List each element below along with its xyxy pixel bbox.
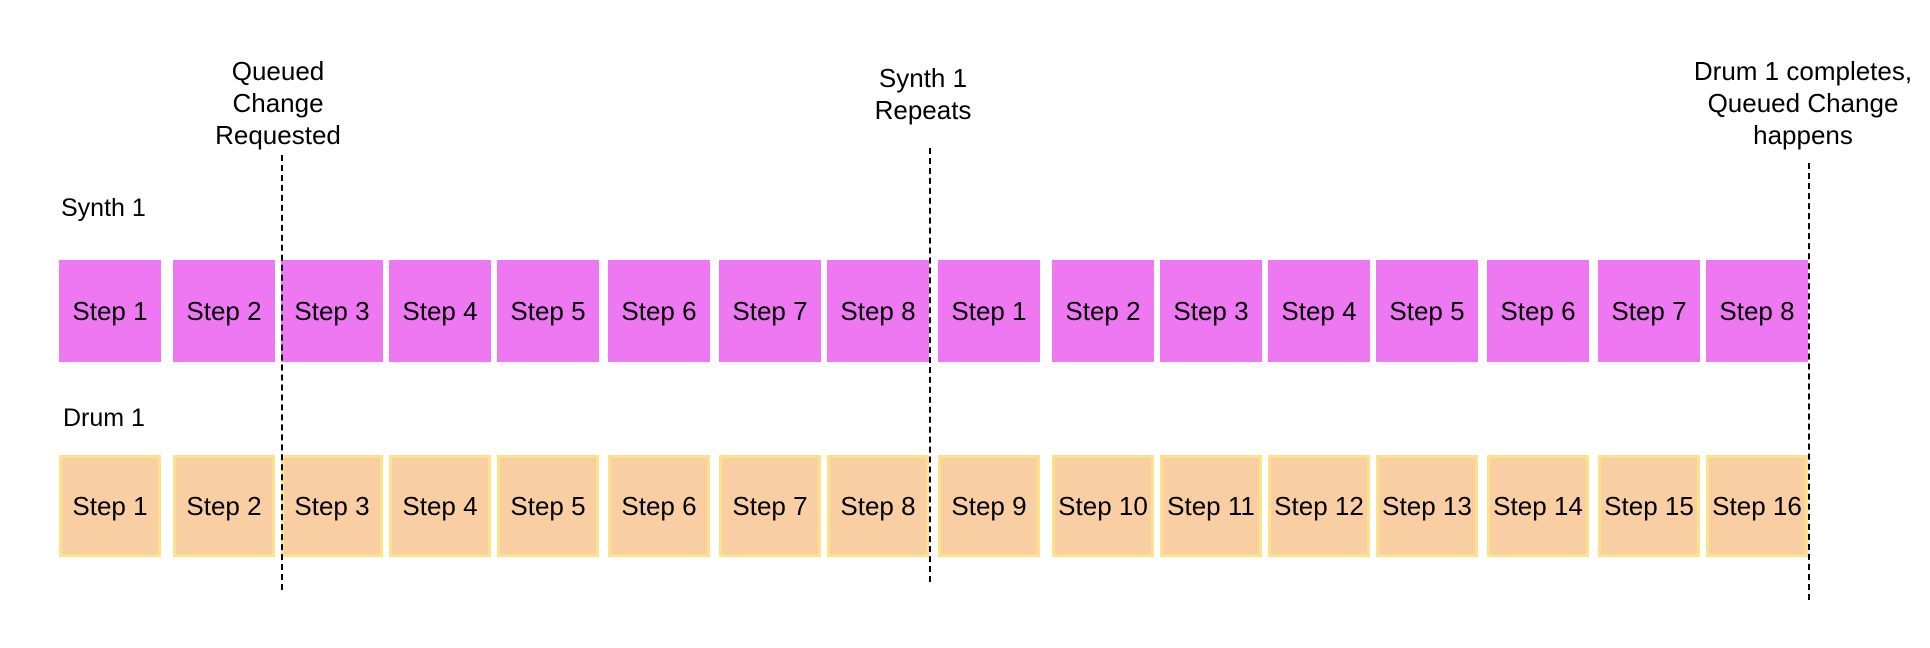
dashed-marker-line xyxy=(1808,163,1810,600)
drum-step-label: Step 13 xyxy=(1382,491,1472,521)
drum-step-label: Step 8 xyxy=(840,491,916,521)
synth-step-box: Step 8 xyxy=(1706,260,1808,362)
drum-step-box: Step 9 xyxy=(938,455,1040,557)
drum-step-label: Step 10 xyxy=(1058,491,1148,521)
synth-step-box: Step 6 xyxy=(1487,260,1589,362)
synth-step-label: Step 8 xyxy=(840,296,916,326)
synth-step-box: Step 5 xyxy=(1376,260,1478,362)
synth-step-label: Step 7 xyxy=(732,296,808,326)
synth-step-label: Step 3 xyxy=(1173,296,1249,326)
drum-step-label: Step 2 xyxy=(186,491,262,521)
drum-step-box: Step 3 xyxy=(281,455,383,557)
drum-step-label: Step 6 xyxy=(621,491,697,521)
drum-step-box: Step 7 xyxy=(719,455,821,557)
synth-step-label: Step 4 xyxy=(1281,296,1357,326)
marker-annotation-text: Queued Change Requested xyxy=(215,56,341,150)
marker-annotation-text: Drum 1 completes, Queued Change happens xyxy=(1693,56,1913,150)
drum-step-box: Step 1 xyxy=(59,455,161,557)
drum-step-box: Step 14 xyxy=(1487,455,1589,557)
synth-step-box: Step 4 xyxy=(1268,260,1370,362)
synth-step-label: Step 2 xyxy=(186,296,262,326)
drum-step-label: Step 9 xyxy=(951,491,1027,521)
synth-step-label: Step 8 xyxy=(1719,296,1795,326)
drum-step-label: Step 12 xyxy=(1274,491,1364,521)
drum-step-box: Step 2 xyxy=(173,455,275,557)
drum-step-box: Step 12 xyxy=(1268,455,1370,557)
synth-step-box: Step 2 xyxy=(1052,260,1154,362)
drum-step-box: Step 13 xyxy=(1376,455,1478,557)
synth-step-label: Step 4 xyxy=(402,296,478,326)
synth-step-box: Step 4 xyxy=(389,260,491,362)
drum-step-box: Step 8 xyxy=(827,455,929,557)
synth-step-box: Step 3 xyxy=(1160,260,1262,362)
synth-step-box: Step 7 xyxy=(719,260,821,362)
drum-row-label: Drum 1 xyxy=(63,404,145,432)
drum-step-label: Step 7 xyxy=(732,491,808,521)
drum-step-box: Step 15 xyxy=(1598,455,1700,557)
synth-step-box: Step 2 xyxy=(173,260,275,362)
synth-step-label: Step 6 xyxy=(621,296,697,326)
drum-step-box: Step 4 xyxy=(389,455,491,557)
synth-step-label: Step 6 xyxy=(1500,296,1576,326)
synth-step-box: Step 3 xyxy=(281,260,383,362)
drum-step-label: Step 5 xyxy=(510,491,586,521)
synth-step-label: Step 1 xyxy=(72,296,148,326)
dashed-marker-line xyxy=(281,155,283,590)
synth-step-box: Step 1 xyxy=(59,260,161,362)
drum-step-box: Step 11 xyxy=(1160,455,1262,557)
synth-step-box: Step 8 xyxy=(827,260,929,362)
synth-step-label: Step 2 xyxy=(1065,296,1141,326)
drum-step-label: Step 15 xyxy=(1604,491,1694,521)
drum-step-label: Step 14 xyxy=(1493,491,1583,521)
drum-step-box: Step 5 xyxy=(497,455,599,557)
drum-step-box: Step 16 xyxy=(1706,455,1808,557)
synth-row-label: Synth 1 xyxy=(61,194,146,222)
drum-step-label: Step 16 xyxy=(1712,491,1802,521)
synth-step-box: Step 6 xyxy=(608,260,710,362)
drum-step-label: Step 4 xyxy=(402,491,478,521)
synth-step-label: Step 1 xyxy=(951,296,1027,326)
marker-annotation-text: Synth 1 Repeats xyxy=(874,63,972,125)
drum-step-box: Step 10 xyxy=(1052,455,1154,557)
drum-step-label: Step 3 xyxy=(294,491,370,521)
synth-step-label: Step 5 xyxy=(510,296,586,326)
drum-step-label: Step 1 xyxy=(72,491,148,521)
drum-step-label: Step 11 xyxy=(1167,491,1255,521)
synth-step-box: Step 1 xyxy=(938,260,1040,362)
synth-step-label: Step 5 xyxy=(1389,296,1465,326)
synth-step-label: Step 3 xyxy=(294,296,370,326)
synth-step-box: Step 5 xyxy=(497,260,599,362)
synth-step-label: Step 7 xyxy=(1611,296,1687,326)
dashed-marker-line xyxy=(929,148,931,582)
drum-step-box: Step 6 xyxy=(608,455,710,557)
synth-step-box: Step 7 xyxy=(1598,260,1700,362)
